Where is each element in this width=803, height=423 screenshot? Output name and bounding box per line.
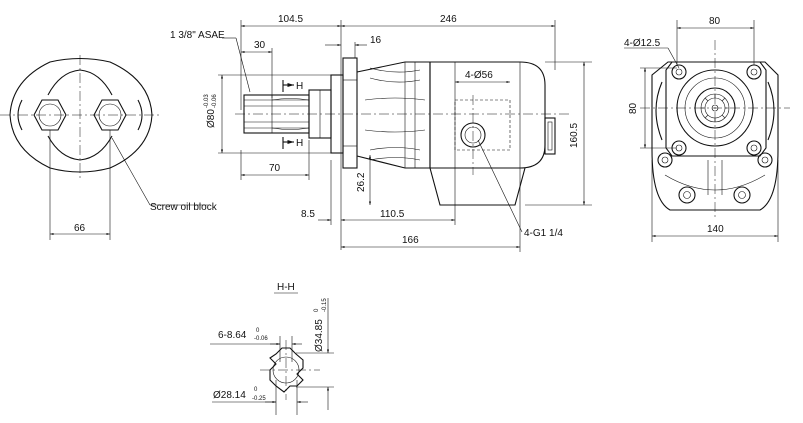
dim-110-5: 110.5 [380, 209, 405, 220]
flange-width-dim: 80 [709, 16, 721, 27]
dim-8-5: 8.5 [301, 209, 315, 220]
key-width-dim: 6-8.64 [218, 330, 247, 341]
dim-30: 30 [254, 40, 266, 51]
dim-160-5: 160.5 [569, 123, 580, 148]
section-title: H-H [277, 282, 295, 293]
outer-diameter-tol-upper: 0 [314, 308, 320, 312]
dim-166: 166 [402, 235, 419, 246]
thread-spec-label: 1 3/8" ASAE [170, 30, 225, 41]
bolt-spacing-vertical-dim: 80 [628, 102, 639, 114]
port-thread-label: 4-G1 1/4 [524, 228, 563, 239]
section-marker-top: H [296, 81, 303, 92]
pilot-tol-lower: -0.06 [212, 94, 218, 108]
side-view: 104.5 246 1 3/8" ASAE 30 16 [170, 14, 592, 252]
left-end-view: 66 Screw oil block [0, 55, 218, 240]
bolt-holes-label: 4-Ø12.5 [624, 38, 661, 49]
right-width-dim: 140 [707, 224, 724, 235]
pilot-diameter: Ø80 [206, 109, 217, 128]
dim-70: 70 [269, 163, 281, 174]
right-end-view: 80 4-Ø12.5 80 [624, 16, 790, 242]
key-width-tol-lower: -0.06 [254, 336, 268, 342]
port-diameter-label: 4-Ø56 [465, 70, 493, 81]
key-width-tol-upper: 0 [256, 328, 260, 334]
root-diameter-tol-lower: -0.25 [252, 396, 266, 402]
section-h-h: H-H 6-8.64 0 -0.06 Ø34.85 0 -0.15 Ø28.14… [210, 282, 334, 415]
section-marker-bottom: H [296, 138, 303, 149]
left-width-dim: 66 [74, 223, 86, 234]
outer-diameter-tol-lower: -0.15 [322, 298, 328, 312]
root-diameter-dim: Ø28.14 [213, 390, 246, 401]
outer-diameter-dim: Ø34.85 [314, 319, 325, 352]
dim-26-2: 26.2 [356, 172, 367, 192]
root-diameter-tol-upper: 0 [254, 387, 258, 393]
screw-block-label: Screw oil block [150, 202, 218, 213]
dim-104-5: 104.5 [278, 14, 303, 25]
dim-16: 16 [370, 35, 382, 46]
dim-246: 246 [440, 14, 457, 25]
pilot-tol-upper: -0.03 [204, 94, 210, 108]
